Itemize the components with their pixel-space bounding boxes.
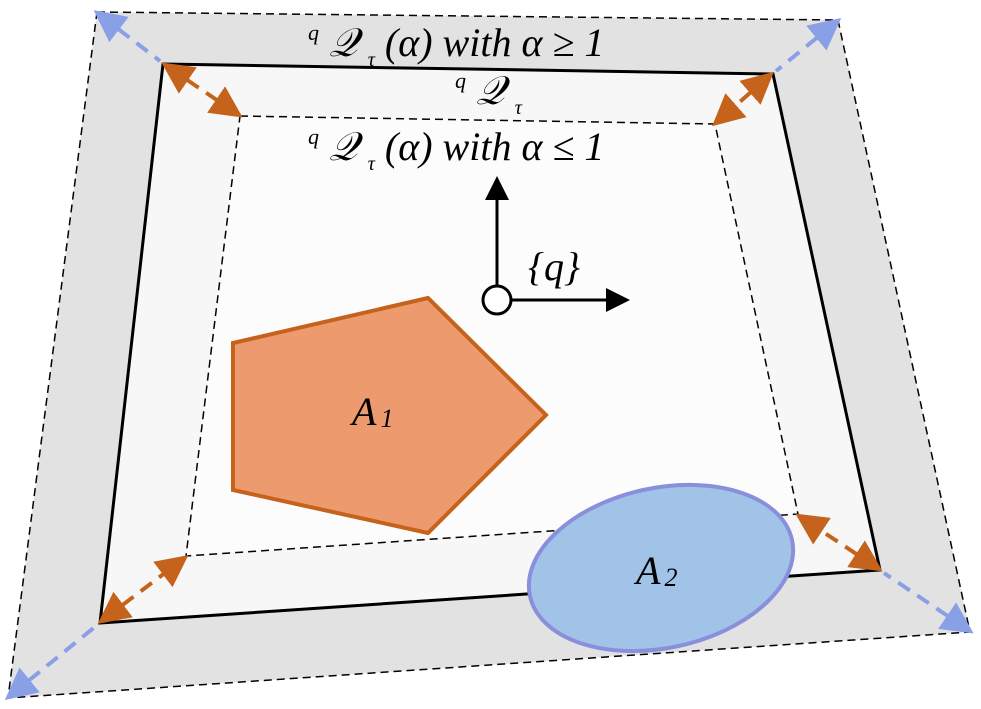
a2-label-main: A — [633, 548, 661, 593]
obstacle-a2-label: A 2 — [633, 548, 677, 593]
outer-label-expr: (α) with α ≥ 1 — [385, 20, 605, 65]
obstacle-a1-label: A 1 — [349, 389, 393, 434]
frame-label: {q} — [528, 244, 580, 289]
expand-arrow-top-right — [774, 17, 842, 73]
expand-arrow-bottom-right — [882, 571, 974, 634]
middle-label-prefix: q — [455, 68, 466, 93]
middle-label-sub: τ — [515, 97, 523, 119]
expand-arrow-bottom-left — [4, 624, 98, 701]
inner-region-label: q 𝒬 τ (α) with α ≤ 1 — [308, 108, 604, 179]
frame-origin — [481, 284, 513, 316]
outer-label-set: 𝒬 — [329, 20, 364, 65]
middle-region-label: q 𝒬 τ — [455, 52, 523, 119]
a1-label-main: A — [349, 389, 377, 434]
scale-arrow-bottom-left — [97, 555, 189, 624]
scale-arrow-top-right — [711, 71, 775, 127]
a1-label-sub: 1 — [380, 404, 393, 433]
obstacle-a1 — [231, 295, 549, 536]
obstacle-a2 — [526, 482, 796, 654]
expand-arrow-top-left — [93, 10, 162, 63]
inner-label-set: 𝒬 — [329, 124, 364, 169]
scale-arrow-bottom-right — [795, 513, 883, 572]
inner-label-expr: (α) with α ≤ 1 — [385, 124, 605, 169]
outer-label-prefix: q — [308, 20, 319, 45]
outer-region-label: q 𝒬 τ (α) with α ≥ 1 — [308, 4, 604, 75]
outer-label-sub: τ — [368, 49, 376, 71]
inner-label-prefix: q — [308, 124, 319, 149]
inner-label-sub: τ — [368, 153, 376, 175]
middle-label-set: 𝒬 — [476, 68, 511, 113]
a2-label-sub: 2 — [664, 563, 677, 592]
scale-arrow-top-left — [161, 62, 243, 118]
